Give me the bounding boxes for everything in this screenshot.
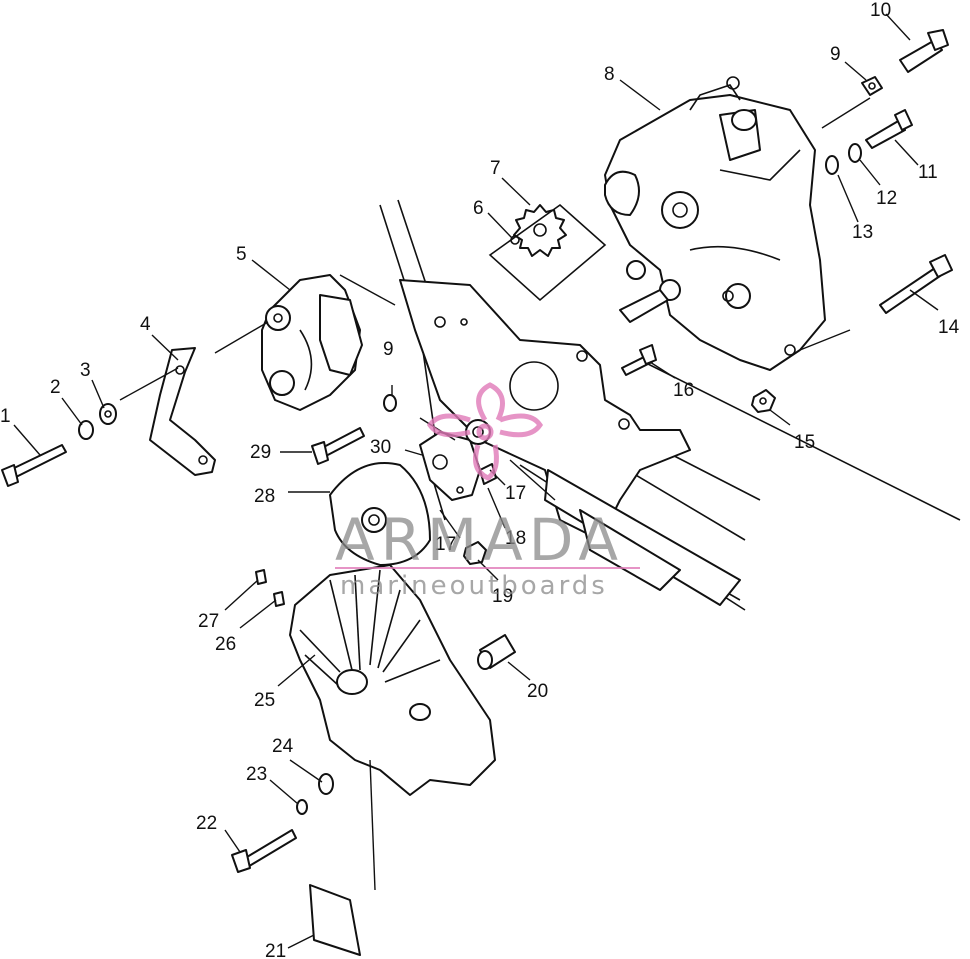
screws-26-27 bbox=[255, 569, 285, 607]
label-part-24: 24 bbox=[272, 736, 294, 757]
bolt-29 bbox=[311, 394, 397, 465]
watermark: ARMADA marineoutboards bbox=[335, 382, 640, 601]
gearcase bbox=[604, 76, 826, 371]
label-part-25: 25 bbox=[254, 690, 275, 711]
chain-guard bbox=[289, 564, 496, 796]
label-part-21: 21 bbox=[265, 941, 286, 959]
pulley-disc bbox=[329, 462, 431, 566]
label-part-3: 3 bbox=[80, 360, 91, 381]
label-part-29: 29 bbox=[250, 442, 271, 463]
label-part-16: 16 bbox=[673, 380, 694, 401]
label-part-14: 14 bbox=[938, 317, 960, 338]
watermark-propeller-icon bbox=[426, 382, 544, 481]
label-part-23: 23 bbox=[246, 764, 267, 785]
label-part-19: 19 bbox=[492, 586, 513, 607]
label-part-17-right: 17 bbox=[505, 483, 526, 504]
sprocket bbox=[488, 203, 607, 302]
nut-19 bbox=[463, 541, 487, 565]
watermark-subtitle: marineoutboards bbox=[340, 571, 608, 601]
bolt-and-washers-1-2-3 bbox=[1, 403, 117, 487]
label-part-13: 13 bbox=[852, 222, 873, 243]
spacer-20 bbox=[477, 634, 516, 670]
label-part-30: 30 bbox=[370, 437, 391, 458]
label-part-10: 10 bbox=[870, 0, 891, 21]
label-part-9-upper: 9 bbox=[830, 44, 841, 65]
mounting-bracket bbox=[149, 347, 216, 476]
label-part-7: 7 bbox=[490, 158, 501, 179]
label-part-11: 11 bbox=[918, 162, 938, 183]
label-part-18: 18 bbox=[505, 528, 526, 549]
label-part-22: 22 bbox=[196, 813, 217, 834]
watermark-title: ARMADA bbox=[335, 506, 624, 574]
label-part-15: 15 bbox=[794, 432, 815, 453]
label-part-9-lower: 9 bbox=[383, 339, 394, 360]
jackshaft-tube bbox=[544, 469, 741, 606]
motor-assembly bbox=[261, 274, 363, 411]
label-part-5: 5 bbox=[236, 244, 247, 265]
label-part-12: 12 bbox=[876, 188, 897, 209]
label-part-17-left: 17 bbox=[435, 534, 456, 555]
label-part-6: 6 bbox=[473, 198, 484, 219]
label-part-4: 4 bbox=[140, 314, 151, 335]
label-part-20: 20 bbox=[527, 681, 548, 702]
label-part-2: 2 bbox=[50, 377, 61, 398]
fasteners-upper-right bbox=[825, 29, 953, 314]
leader-lines bbox=[13, 13, 939, 949]
label-part-1: 1 bbox=[0, 406, 11, 427]
label-part-28: 28 bbox=[254, 486, 275, 507]
label-part-26: 26 bbox=[215, 634, 236, 655]
decal-21 bbox=[309, 884, 361, 956]
label-part-27: 27 bbox=[198, 611, 219, 632]
label-part-8: 8 bbox=[604, 64, 615, 85]
bolt-and-washers-22-23-24 bbox=[231, 773, 334, 873]
